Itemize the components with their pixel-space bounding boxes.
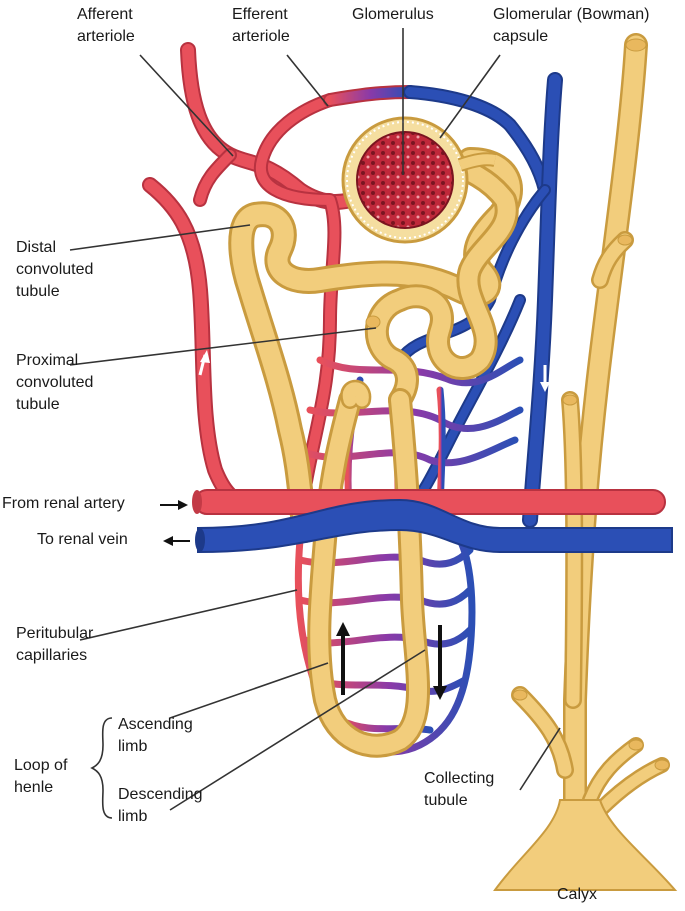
calyx-label: Calyx xyxy=(557,886,598,903)
peritubular-capillaries-label: Peritubular capillaries xyxy=(16,625,94,664)
afferent-arteriole-label: Afferent arteriole xyxy=(77,6,135,45)
loop-of-henle-label: Loop of henle xyxy=(14,757,68,796)
leader-lines xyxy=(69,28,561,811)
tubule-shape xyxy=(228,147,523,758)
glomerular-capsule-label: Glomerular (Bowman) capsule xyxy=(493,6,650,45)
ascending-limb-label: Ascending limb xyxy=(118,716,193,755)
renal-vein-shape xyxy=(195,498,673,554)
proximal-tubule-label: Proximal convoluted tubule xyxy=(16,352,94,413)
loop-of-henle-brace xyxy=(90,717,113,819)
flow-arrows xyxy=(198,350,550,700)
from-renal-artery-label: From renal artery xyxy=(2,495,125,512)
distal-tubule-label: Distal convoluted tubule xyxy=(16,239,94,300)
descending-limb-label: Descending limb xyxy=(118,786,203,825)
to-renal-vein-label: To renal vein xyxy=(37,531,128,548)
glomerulus-label: Glomerulus xyxy=(352,6,434,23)
efferent-arteriole-label: Efferent arteriole xyxy=(232,6,290,45)
calyx-shape xyxy=(493,799,678,891)
label-arrows xyxy=(160,500,190,546)
glomerulus-shape xyxy=(356,131,454,229)
collecting-tubule-label: Collecting tubule xyxy=(424,770,495,809)
